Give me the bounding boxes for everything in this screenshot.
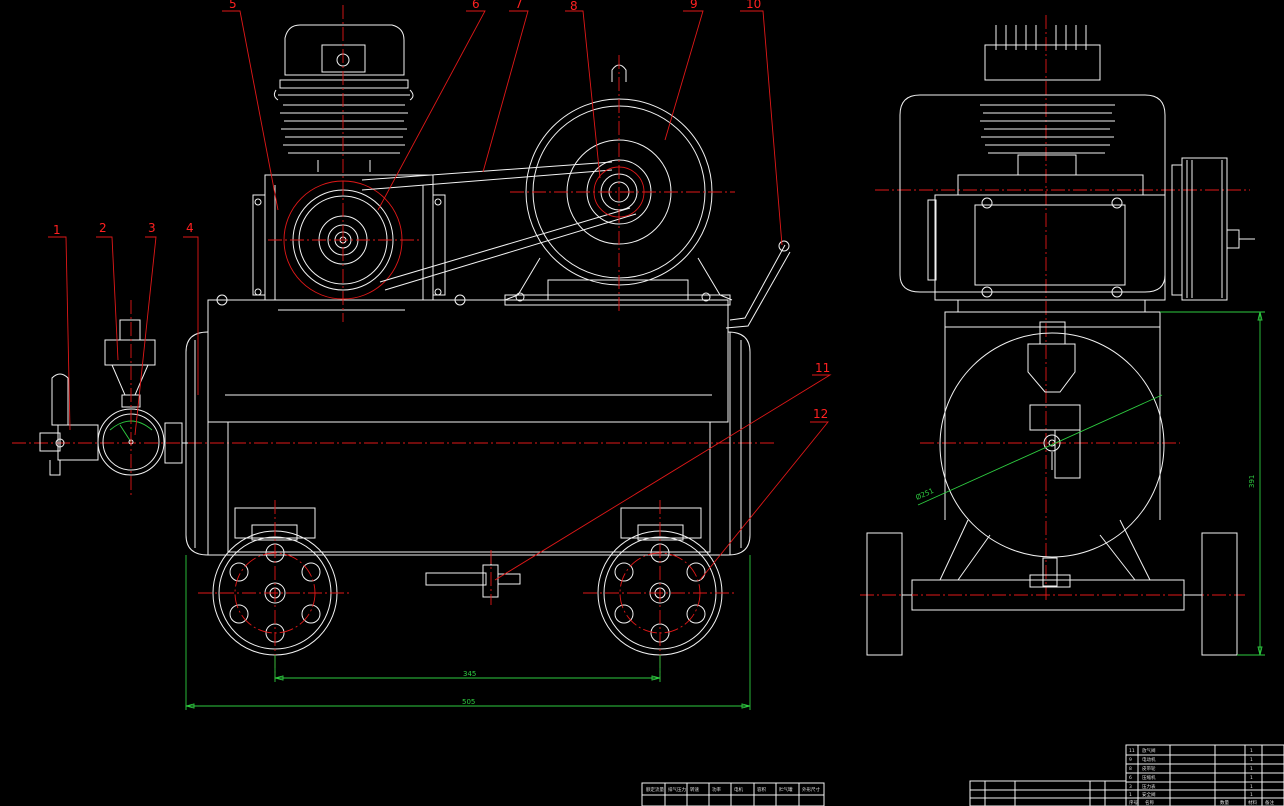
- parts-row-5-qty: 1: [1250, 792, 1253, 798]
- parts-row-4-name: 压力表: [1142, 783, 1156, 790]
- parts-row-3-name: 压缩机: [1142, 774, 1156, 781]
- parts-header-no: 序号: [1129, 799, 1138, 806]
- part-label-7: 7: [515, 0, 523, 11]
- part-label-2: 2: [99, 221, 107, 235]
- part-label-9: 9: [690, 0, 698, 11]
- parts-row-5-name: 安全阀: [1142, 791, 1156, 798]
- parts-row-0-qty: 1: [1250, 748, 1253, 754]
- valve-gauge-assembly: [39, 300, 188, 495]
- drain-valve: [425, 550, 521, 605]
- spec-cell-5: 容积: [757, 786, 766, 793]
- front-view: 345 505 1 2 3 4 5 6 7 8 9 10 11 12: [12, 0, 832, 710]
- part-label-4: 4: [186, 221, 194, 235]
- part-label-1: 1: [53, 223, 61, 237]
- dimension-lines: [185, 555, 751, 710]
- parts-row-2-name: 皮带轮: [1142, 765, 1156, 772]
- dim-overall-length: 505: [462, 698, 475, 706]
- part-label-12: 12: [813, 407, 828, 421]
- part-label-10: 10: [746, 0, 761, 11]
- part-label-5: 5: [229, 0, 237, 11]
- parts-header-material: 材料: [1248, 799, 1257, 806]
- right-wheel: [583, 500, 737, 680]
- part-label-3: 3: [148, 221, 156, 235]
- parts-header-note: 备注: [1265, 799, 1274, 806]
- parts-row-0-name: 放气阀: [1142, 747, 1156, 754]
- spec-cell-7: 外形尺寸: [802, 786, 820, 793]
- part-label-8: 8: [570, 0, 578, 13]
- cooling-fins: [273, 89, 414, 172]
- parts-row-2-qty: 1: [1250, 766, 1253, 772]
- spec-cell-3: 功率: [712, 786, 721, 793]
- parts-row-1-name: 电动机: [1142, 756, 1156, 763]
- parts-row-4-no: 3: [1129, 784, 1132, 790]
- parts-row-5-no: 1: [1129, 792, 1132, 798]
- parts-list-table: 11 放气阀 1 9 电动机 1 8 皮带轮 1 6 压缩机 1 3 压力表 1…: [969, 744, 1284, 806]
- part-label-6: 6: [472, 0, 480, 11]
- spec-cell-2: 转速: [690, 786, 699, 793]
- parts-row-0-no: 11: [1129, 748, 1135, 754]
- parts-header-name: 名称: [1145, 799, 1154, 806]
- part-label-11: 11: [815, 361, 830, 375]
- dim-side-height: 391: [1248, 475, 1256, 488]
- spec-cell-1: 排气压力: [668, 786, 686, 793]
- dim-axle-spacing: 345: [463, 670, 476, 678]
- spec-cell-0: 额定流量: [646, 786, 664, 793]
- side-view: Ø251 391: [860, 15, 1265, 656]
- spec-cell-4: 电机: [734, 786, 743, 793]
- parts-row-4-qty: 1: [1250, 784, 1253, 790]
- dim-side-diag: Ø251: [915, 487, 935, 502]
- parts-row-3-no: 6: [1129, 775, 1132, 781]
- compressor-head: [252, 24, 446, 301]
- parts-row-1-no: 9: [1129, 757, 1132, 763]
- spec-table: 额定流量 排气压力 转速 功率 电机 容积 贮气罐 外形尺寸: [641, 782, 825, 806]
- handle: [725, 240, 791, 329]
- parts-row-1-qty: 1: [1250, 757, 1253, 763]
- left-wheel: [198, 500, 350, 680]
- compressor-pulley: [268, 5, 420, 322]
- parts-header-qty: 数量: [1220, 799, 1229, 806]
- parts-row-3-qty: 1: [1250, 775, 1253, 781]
- spec-cell-6: 贮气罐: [779, 786, 793, 793]
- leader-lines: [48, 10, 832, 581]
- motor: [504, 55, 735, 312]
- parts-row-2-no: 8: [1129, 766, 1132, 772]
